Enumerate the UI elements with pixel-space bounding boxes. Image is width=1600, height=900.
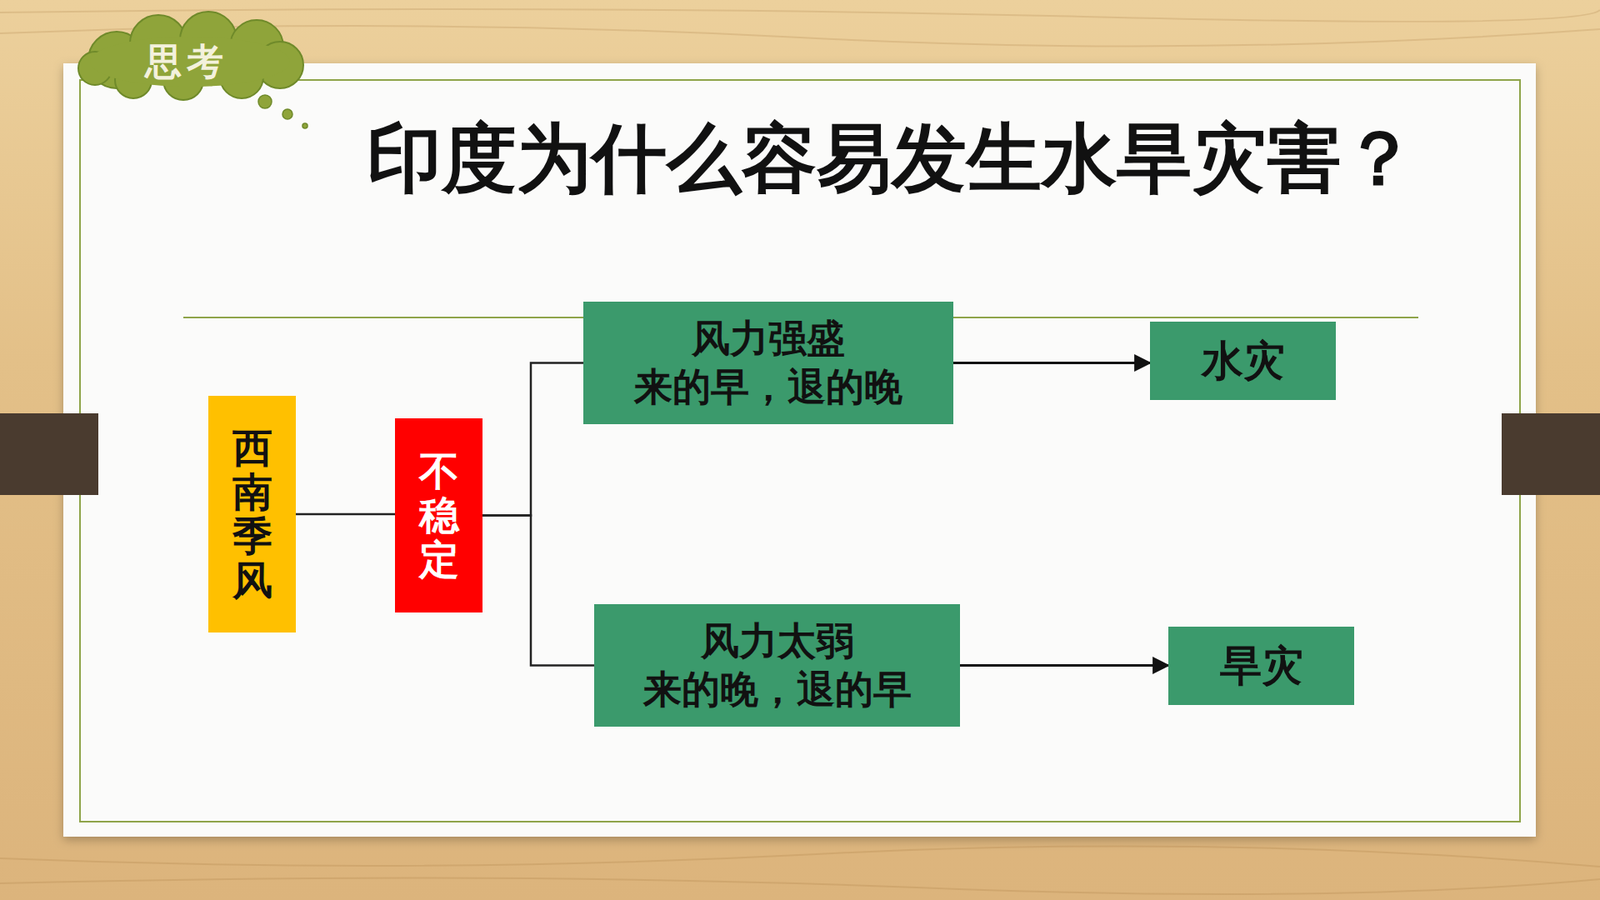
node-text: 旱灾 — [1220, 640, 1304, 693]
arrow-connector — [960, 664, 1169, 667]
arrow-connector — [953, 361, 1150, 365]
right-tab — [1501, 413, 1600, 495]
node-text: 不稳定 — [419, 449, 460, 581]
connector-line — [482, 515, 595, 666]
cloud-label: 思考 — [145, 37, 229, 87]
left-tab — [0, 413, 99, 495]
slide-title: 印度为什么容易发生水旱灾害？ — [316, 108, 1467, 210]
flood-box: 水灾 — [1150, 321, 1336, 401]
card-border — [80, 80, 1520, 822]
node-text: 风力强盛 — [691, 315, 845, 364]
drought-box: 旱灾 — [1168, 626, 1355, 706]
node-text: 来的晚，退的早 — [643, 665, 912, 715]
thought-dots — [258, 95, 308, 129]
paper-card — [63, 63, 1536, 837]
wood-grain — [0, 9, 1600, 895]
weak-wind-box: 风力太弱来的晚，退的早 — [594, 604, 960, 727]
strong-wind-box: 风力强盛来的早，退的晚 — [583, 301, 954, 425]
node-text: 水灾 — [1201, 335, 1285, 388]
unstable-box: 不稳定 — [395, 418, 483, 613]
node-text: 来的早，退的晚 — [634, 363, 903, 412]
connector-line — [295, 513, 395, 516]
monsoon-box: 西南季风 — [208, 395, 296, 633]
thought-cloud — [78, 11, 304, 100]
node-text: 西南季风 — [232, 425, 273, 602]
connector-line — [482, 363, 584, 516]
node-text: 风力太弱 — [700, 617, 855, 666]
